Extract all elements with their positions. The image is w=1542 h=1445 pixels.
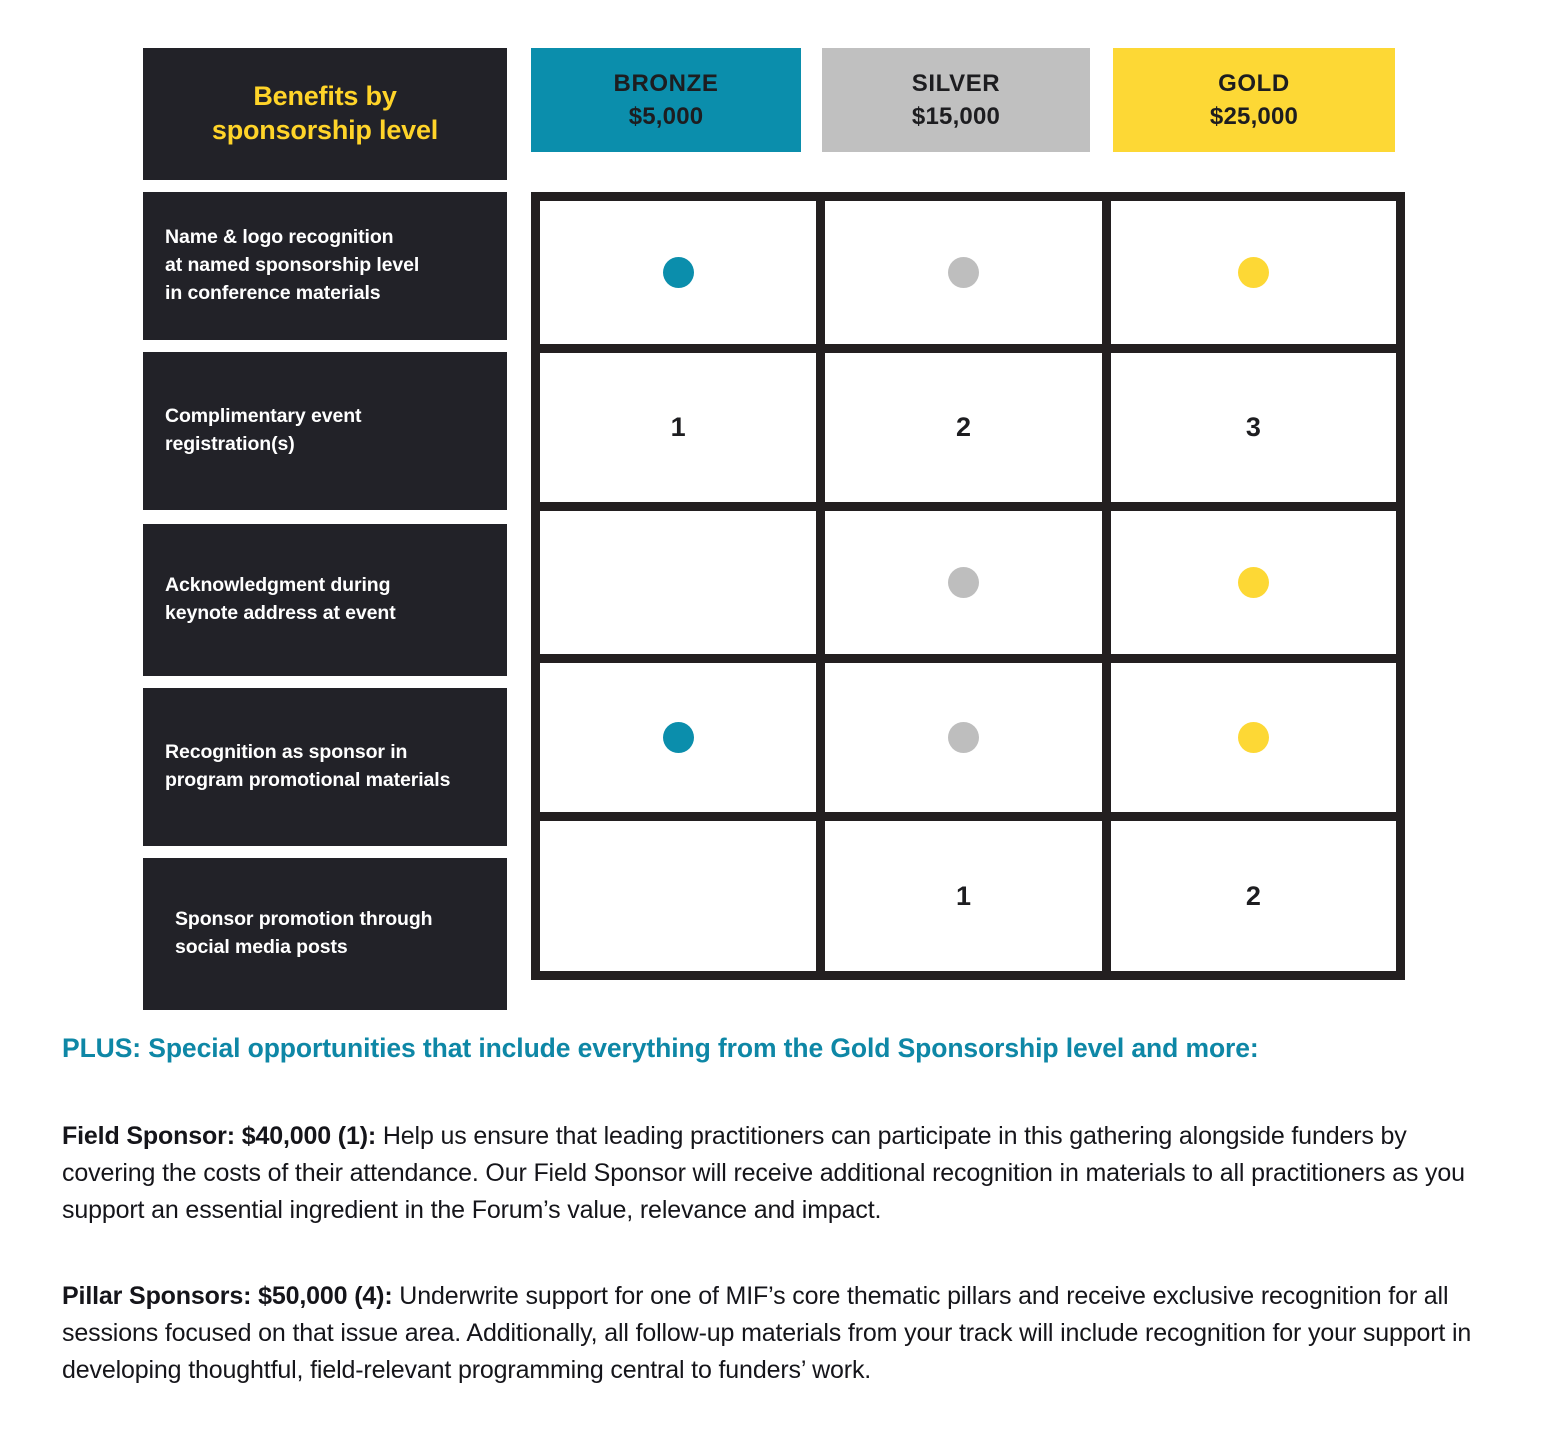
benefit-cell-gold: [1110, 201, 1396, 353]
tier-amount: $5,000: [628, 103, 704, 130]
benefit-count: 2: [1245, 880, 1261, 911]
row-divider: [143, 180, 507, 192]
benefit-label-line: Acknowledgment during: [165, 574, 391, 597]
benefit-label-line: in conference materials: [165, 281, 381, 304]
benefit-cell-bronze: [540, 511, 826, 663]
benefit-cell-bronze: 1: [540, 353, 826, 511]
benefit-label-line: Complimentary event: [165, 405, 362, 428]
benefit-label-line: Recognition as sponsor in: [165, 741, 408, 764]
silver-dot-icon: [947, 567, 979, 598]
benefits-label-column: Benefits by sponsorship level Name & log…: [143, 48, 507, 1010]
benefit-cell-gold: 2: [1110, 821, 1396, 971]
benefit-label-promotional-materials: Recognition as sponsor in program promot…: [143, 688, 507, 846]
benefit-label-name-logo-recognition: Name & logo recognition at named sponsor…: [143, 192, 507, 340]
tier-header-bronze: BRONZE $5,000: [531, 48, 801, 152]
field-sponsor-lead: Field Sponsor: $40,000 (1):: [62, 1122, 377, 1150]
benefit-cell-gold: [1110, 663, 1396, 821]
field-sponsor-body: Help us ensure that leading practitioner…: [62, 1122, 1465, 1224]
benefit-cell-bronze: [540, 663, 826, 821]
row-divider: [143, 340, 507, 352]
gold-dot-icon: [1237, 567, 1269, 598]
benefit-cell-gold: 3: [1110, 353, 1396, 511]
row-divider: [143, 846, 507, 858]
benefit-label-line: at named sponsorship level: [165, 254, 420, 277]
benefit-cell-silver: [825, 511, 1111, 663]
field-sponsor-paragraph: Field Sponsor: $40,000 (1): Help us ensu…: [62, 1118, 1490, 1228]
tier-name: GOLD: [1218, 69, 1290, 97]
benefit-label-keynote-acknowledgment: Acknowledgment during keynote address at…: [143, 524, 507, 676]
benefit-label-line: social media posts: [175, 936, 348, 958]
benefit-cell-silver: [825, 663, 1111, 821]
benefit-cell-silver: [825, 201, 1111, 353]
pillar-sponsors-paragraph: Pillar Sponsors: $50,000 (4): Underwrite…: [62, 1278, 1490, 1388]
pillar-sponsors-body: Underwrite support for one of MIF’s core…: [62, 1282, 1472, 1384]
benefit-label-line: registration(s): [165, 433, 295, 455]
pillar-sponsors-lead: Pillar Sponsors: $50,000 (4):: [62, 1282, 393, 1310]
benefits-matrix-grid: 1 2 3 1 2: [531, 192, 1405, 980]
benefit-label-complimentary-registration: Complimentary event registration(s): [143, 352, 507, 510]
gold-dot-icon: [1237, 722, 1269, 753]
bronze-dot-icon: [662, 257, 694, 288]
bronze-dot-icon: [662, 722, 694, 753]
table-title: Benefits by sponsorship level: [143, 48, 507, 180]
benefit-cell-gold: [1110, 511, 1396, 663]
tier-amount: $15,000: [911, 103, 1001, 130]
tier-name: SILVER: [911, 69, 1001, 97]
benefit-label-line: Name & logo recognition: [165, 226, 394, 249]
gold-dot-icon: [1237, 257, 1269, 288]
table-title-line-1: Benefits by: [253, 81, 397, 112]
benefit-label-social-media-promotion: Sponsor promotion through social media p…: [143, 858, 507, 1010]
benefit-cell-bronze: [540, 201, 826, 353]
table-title-line-2: sponsorship level: [211, 115, 439, 145]
tier-name: BRONZE: [613, 69, 719, 97]
benefit-label-line: Sponsor promotion through: [175, 908, 433, 931]
tier-header-gold: GOLD $25,000: [1113, 48, 1395, 152]
benefit-count: 2: [955, 412, 971, 442]
row-divider: [143, 676, 507, 688]
benefit-label-line: program promotional materials: [165, 769, 451, 791]
benefit-label-line: keynote address at event: [165, 602, 396, 624]
benefit-cell-silver: 2: [825, 353, 1111, 511]
tier-amount: $25,000: [1209, 103, 1299, 130]
tier-header-silver: SILVER $15,000: [822, 48, 1090, 152]
benefit-count: 1: [955, 880, 971, 911]
row-divider: [143, 510, 507, 524]
benefit-count: 3: [1245, 412, 1261, 442]
benefit-cell-bronze: [540, 821, 826, 971]
silver-dot-icon: [947, 722, 979, 753]
silver-dot-icon: [947, 257, 979, 288]
benefit-cell-silver: 1: [825, 821, 1111, 971]
plus-opportunities-heading: PLUS: Special opportunities that include…: [62, 1033, 1259, 1063]
benefit-count: 1: [670, 412, 686, 442]
